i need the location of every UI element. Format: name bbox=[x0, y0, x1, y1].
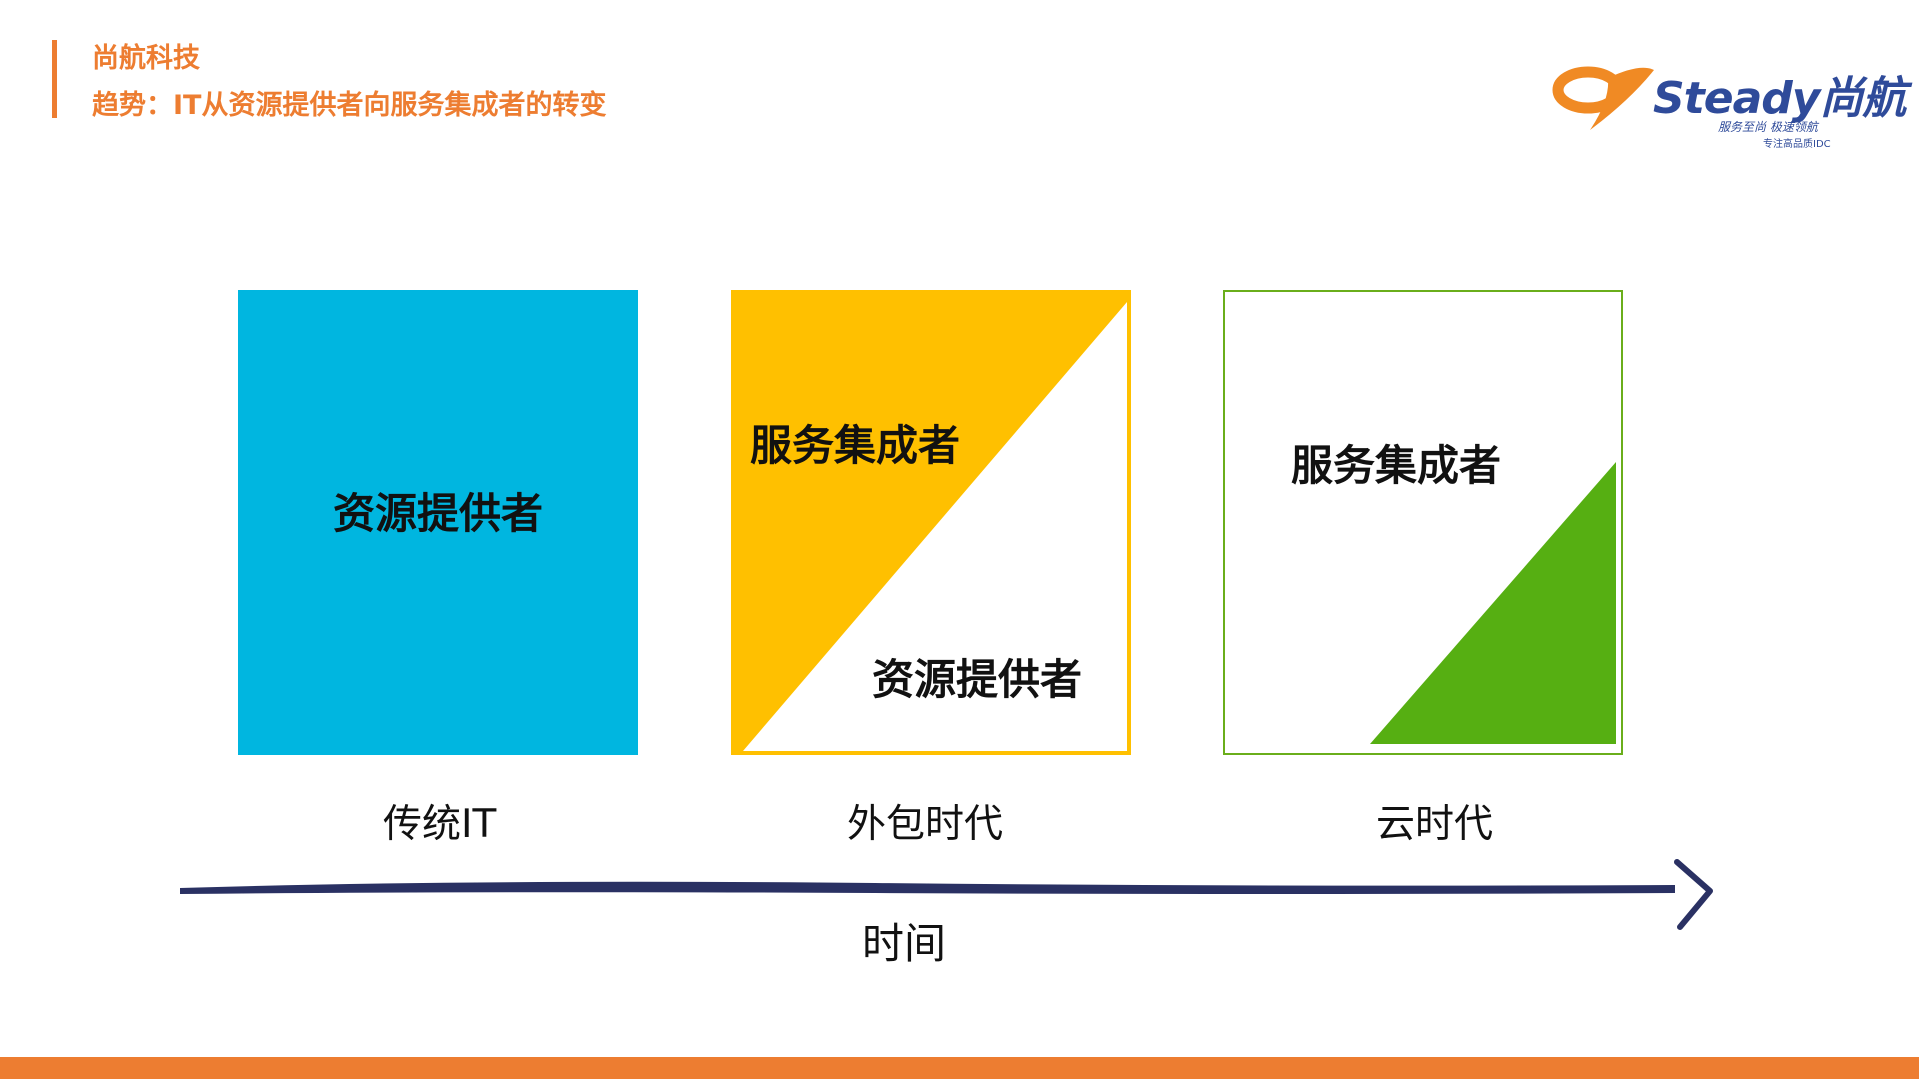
resource-provider-label: 资源提供者 bbox=[332, 489, 543, 538]
header-accent-bar bbox=[52, 40, 57, 118]
era-label-traditional-it: 传统IT bbox=[383, 802, 497, 847]
swoosh-logo-icon bbox=[1552, 66, 1654, 130]
cloud-era-box: 服务集成者 bbox=[1223, 290, 1623, 755]
time-axis-arrow bbox=[180, 859, 1713, 930]
slide-title: 趋势：IT从资源提供者向服务集成者的转变 bbox=[92, 90, 607, 121]
logo-tagline: 服务至尚 极速领航 bbox=[1718, 120, 1818, 134]
green-triangle-shape bbox=[1370, 462, 1616, 744]
service-integrator-label: 服务集成者 bbox=[750, 421, 961, 470]
logo-wordmark: Steady尚航 bbox=[1653, 73, 1906, 124]
resource-provider-label: 资源提供者 bbox=[872, 655, 1083, 704]
company-name: 尚航科技 bbox=[92, 43, 200, 74]
yellow-diagonal-shape bbox=[735, 294, 1127, 751]
time-axis-label: 时间 bbox=[862, 919, 947, 968]
traditional-it-box: 资源提供者 bbox=[238, 290, 638, 755]
company-logo: Steady尚航 服务至尚 极速领航 专注高品质IDC bbox=[1548, 58, 1906, 158]
logo-tagline-small: 专注高品质IDC bbox=[1763, 139, 1831, 150]
service-integrator-label: 服务集成者 bbox=[1291, 441, 1502, 490]
era-label-outsourcing: 外包时代 bbox=[847, 802, 1004, 847]
era-label-cloud: 云时代 bbox=[1376, 802, 1494, 847]
outsourcing-era-box: 服务集成者 资源提供者 bbox=[731, 290, 1131, 755]
footer-band bbox=[0, 1057, 1919, 1079]
